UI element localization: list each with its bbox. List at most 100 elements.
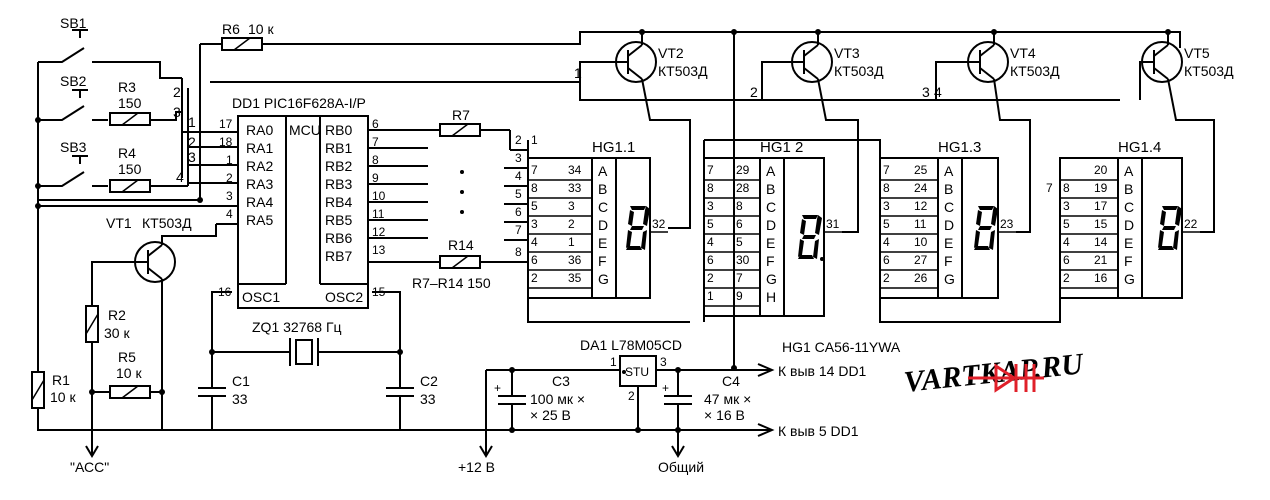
resistor-r14: R14 (439, 237, 481, 269)
svg-text:2: 2 (226, 171, 233, 185)
acc-label: "АСС" (70, 459, 109, 475)
segment-letter: G (944, 271, 955, 287)
svg-text:47 мк ×: 47 мк × (704, 391, 751, 407)
pin-number: 34 (568, 163, 582, 177)
logo-diode-icon (968, 363, 1044, 393)
segment-letter: E (766, 235, 775, 251)
svg-text:150: 150 (118, 95, 142, 111)
svg-text:11: 11 (372, 207, 385, 221)
pin-number: 11 (914, 217, 927, 231)
svg-text:RA4: RA4 (246, 194, 273, 210)
pin-number: 6 (736, 217, 743, 231)
svg-text:× 25 В: × 25 В (530, 407, 571, 423)
svg-text:C3: C3 (552, 373, 570, 389)
svg-text:R5: R5 (118, 349, 136, 365)
common-pin-number: 32 (652, 217, 666, 231)
site-logo: VARTKAP.RU (902, 347, 1086, 399)
segment-letter: H (766, 289, 776, 305)
svg-text:× 16 В: × 16 В (704, 407, 745, 423)
pin-number: 27 (914, 253, 928, 267)
pin-number: 8 (883, 181, 890, 195)
segment-letter: D (766, 217, 776, 233)
transistor-vt1: VT1 КТ503Д (91, 215, 217, 455)
segment-letter: C (766, 199, 776, 215)
svg-text:DA1 L78M05CD: DA1 L78M05CD (580, 337, 682, 353)
pin-number: 1 (707, 289, 714, 303)
svg-text:1: 1 (610, 355, 617, 369)
switch-sb1: SB1 (38, 15, 182, 79)
pin-number: 7 (707, 163, 714, 177)
resistor-r3: R3 150 (109, 79, 182, 126)
pin-number: 3 (531, 217, 538, 231)
svg-text:150: 150 (118, 161, 142, 177)
svg-text:4: 4 (934, 84, 942, 100)
svg-text:4: 4 (515, 169, 522, 183)
svg-text:VT4: VT4 (1010, 45, 1036, 61)
pin-number: 21 (1094, 253, 1108, 267)
svg-text:1: 1 (531, 133, 538, 147)
svg-text:7: 7 (372, 135, 379, 149)
svg-text:R7: R7 (452, 107, 470, 123)
common-pin-number: 23 (1000, 217, 1014, 231)
segment-letter: F (598, 253, 607, 269)
pin-number: 8 (1063, 181, 1070, 195)
svg-text:OSC2: OSC2 (325, 289, 363, 305)
svg-text:13: 13 (372, 243, 386, 257)
segment-letter: A (944, 163, 954, 179)
svg-text:C4: C4 (722, 373, 740, 389)
display-title: HG1 2 (760, 139, 803, 156)
pin-number: 6 (883, 253, 890, 267)
pin-number: 16 (1094, 271, 1108, 285)
svg-text:10: 10 (372, 189, 386, 203)
svg-text:9: 9 (372, 171, 379, 185)
svg-text:VT2: VT2 (658, 45, 684, 61)
pin-number: 6 (1063, 253, 1070, 267)
cap-c2: C2 33 (386, 352, 438, 430)
pin-number: 28 (736, 181, 750, 195)
svg-text:STU: STU (625, 365, 649, 379)
svg-text:R2: R2 (108, 307, 126, 323)
pin-number: 5 (736, 235, 743, 249)
pin-number: 26 (914, 271, 928, 285)
crystal-zq1: ZQ1 32768 Гц (211, 291, 401, 366)
mcu-core-label: MCU (289, 122, 321, 138)
svg-text:RB4: RB4 (325, 194, 352, 210)
svg-text:VT1: VT1 (106, 215, 132, 231)
resistor-r1: R1 10 к (31, 371, 76, 409)
display-title: HG1.3 (938, 139, 981, 156)
seven-segment-icon (626, 206, 650, 250)
pin-number: 8 (707, 181, 714, 195)
svg-text:RA3: RA3 (246, 176, 273, 192)
svg-text:6: 6 (515, 205, 522, 219)
svg-text:+: + (662, 381, 669, 395)
svg-text:RA1: RA1 (246, 140, 273, 156)
svg-text:10 к: 10 к (248, 21, 274, 37)
pin-number: 5 (531, 199, 538, 213)
svg-text:C2: C2 (420, 373, 438, 389)
svg-text:6: 6 (372, 117, 379, 131)
segment-letter: F (944, 253, 953, 269)
display-title: HG1.1 (592, 139, 635, 156)
pin-number: 2 (1063, 271, 1070, 285)
pin-number: 5 (883, 217, 890, 231)
mcu-dd1: DD1 PIC16F628A-I/P MCU RA0 RA1 RA2 RA3 R… (216, 95, 386, 309)
pin-number: 20 (1094, 163, 1108, 177)
svg-text:R1: R1 (52, 372, 70, 388)
cap-c4: + C4 47 мк × × 16 В (662, 370, 751, 458)
svg-text:RB5: RB5 (325, 212, 352, 228)
segment-letter: G (766, 271, 777, 287)
to-pin14-label: К выв 14 DD1 (778, 363, 867, 379)
pin-number: 7 (736, 271, 743, 285)
pin-number: 8 (531, 181, 538, 195)
pin-number: 6 (531, 253, 538, 267)
segment-letter: B (944, 181, 953, 197)
sb3-label: SB3 (60, 139, 87, 155)
segment-letter: A (598, 163, 608, 179)
svg-text:VARTKAP.RU: VARTKAP.RU (902, 347, 1086, 399)
svg-text:+: + (494, 381, 501, 395)
svg-text:R3: R3 (118, 79, 136, 95)
resistor-r2: R2 30 к (85, 305, 130, 343)
